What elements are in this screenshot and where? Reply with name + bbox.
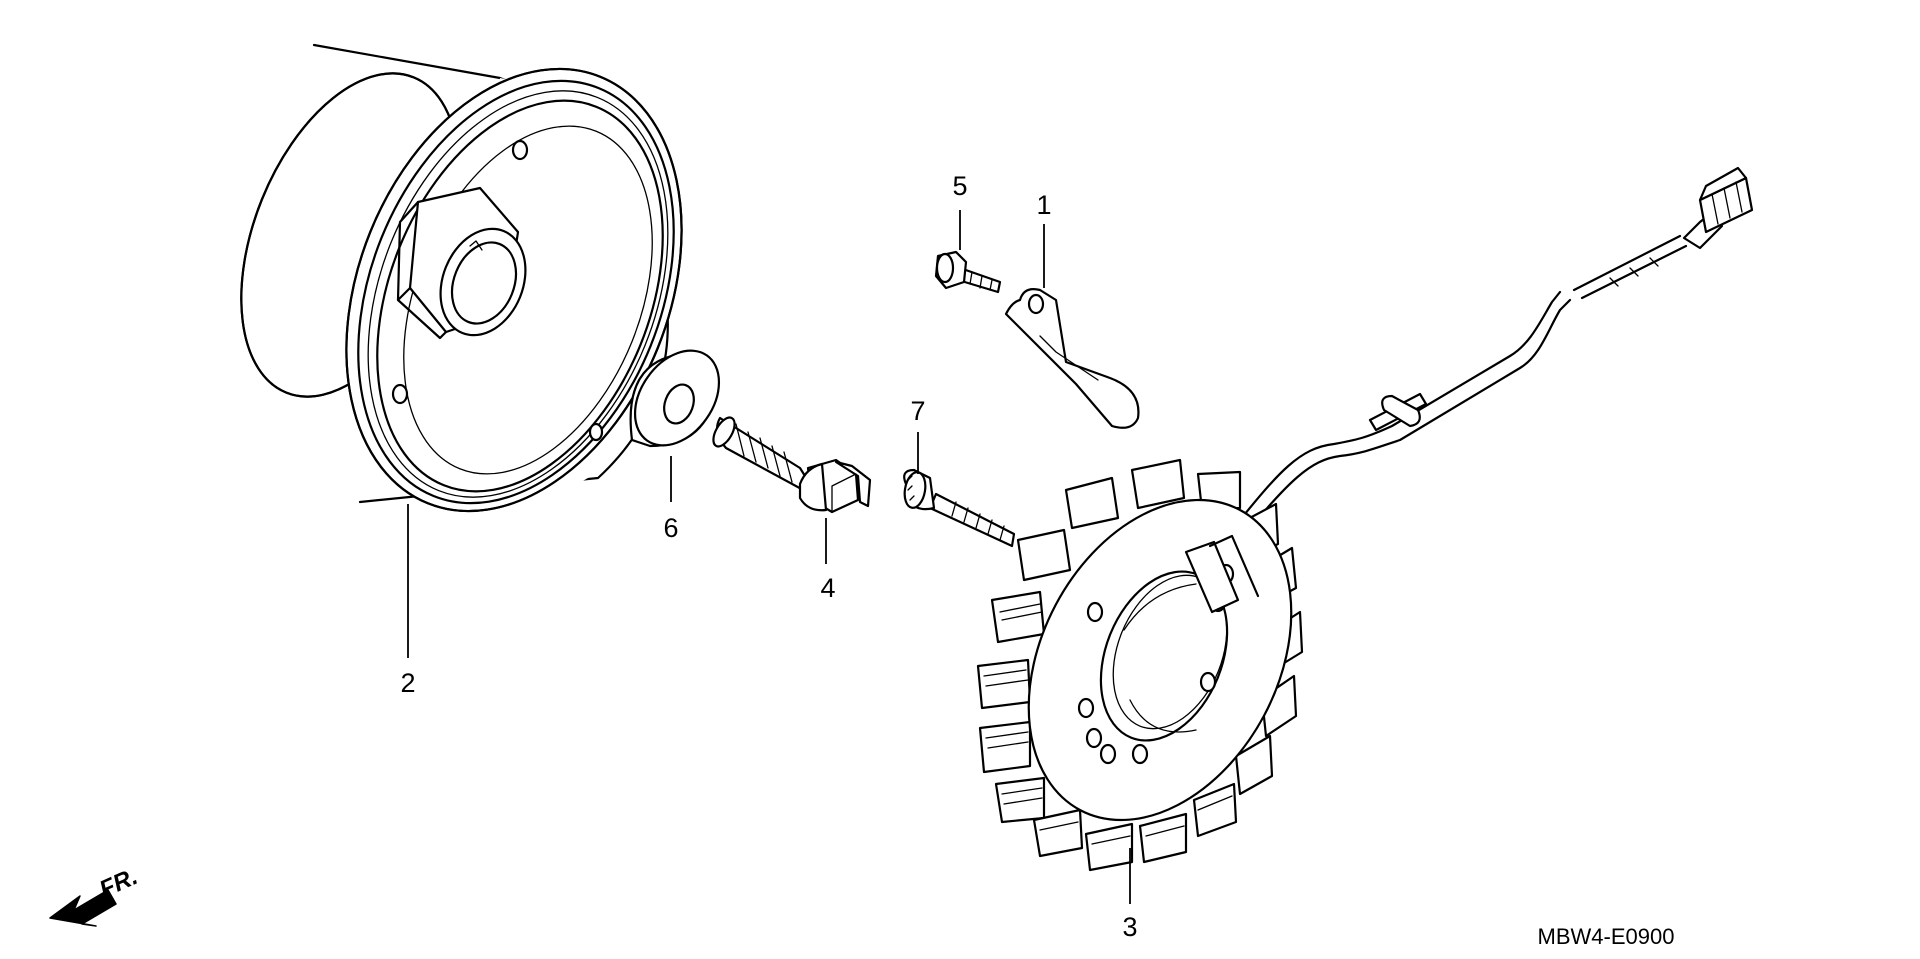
callout-3: 3 bbox=[1122, 912, 1137, 942]
flywheel bbox=[240, 43, 683, 513]
callout-2: 2 bbox=[400, 668, 415, 698]
small-bolt bbox=[934, 250, 1002, 294]
front-direction-arrow bbox=[49, 889, 117, 927]
stator-bolt bbox=[903, 468, 1016, 548]
wire-clamp-bracket bbox=[1004, 288, 1140, 429]
washer bbox=[629, 349, 721, 448]
callout-7: 7 bbox=[910, 396, 925, 426]
callout-1: 1 bbox=[1036, 190, 1051, 220]
callout-4: 4 bbox=[820, 573, 835, 603]
callout-6: 6 bbox=[663, 513, 678, 543]
flywheel-bolt bbox=[712, 416, 872, 514]
diagram-code: MBW4-E0900 bbox=[1538, 924, 1675, 949]
stator bbox=[976, 166, 1754, 872]
callout-5: 5 bbox=[952, 171, 967, 201]
